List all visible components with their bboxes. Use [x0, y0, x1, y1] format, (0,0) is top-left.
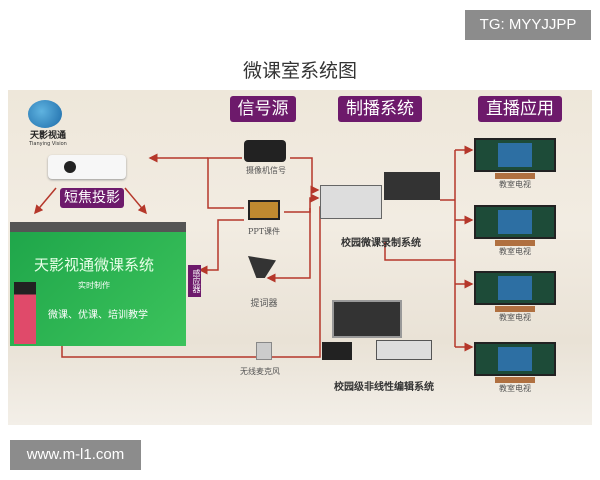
camera-label: 摄像机信号 — [246, 166, 286, 175]
watermark-bottom: www.m-l1.com — [10, 440, 141, 470]
mic-icon — [256, 342, 272, 360]
logo-icon — [28, 100, 62, 128]
watermark-top: TG: MYYJJPP — [465, 10, 591, 40]
camera-icon — [244, 140, 286, 162]
ppt-label: PPT课件 — [247, 227, 281, 236]
prompter-label: 提词器 — [250, 299, 278, 309]
screen-line1: 实时制作 — [78, 281, 110, 290]
recorder-server-icon — [320, 185, 382, 219]
mic-label: 无线麦克风 — [240, 367, 280, 376]
editor-monitor-icon — [332, 300, 402, 338]
logo-sub: Tianying Vision — [29, 141, 67, 147]
tag-live: 直播应用 — [478, 96, 562, 122]
green-screen: 天影视通微课系统 实时制作 微课、优课、培训教学 — [10, 222, 186, 346]
tv-label: 教室电视 — [499, 247, 531, 256]
editor-label: 校园级非线性编辑系统 — [334, 382, 434, 393]
tv-item: 教室电视 — [474, 342, 556, 394]
editor-server-icon — [376, 340, 432, 360]
logo-name: 天影视通 — [29, 131, 66, 141]
tv-icon — [474, 342, 556, 376]
tv-item: 教室电视 — [474, 271, 556, 323]
tag-projection: 短焦投影 — [60, 188, 124, 208]
tv-label: 教室电视 — [499, 313, 531, 322]
projector-icon — [48, 155, 126, 179]
tv-label: 教室电视 — [499, 180, 531, 189]
page-title: 微课室系统图 — [242, 60, 357, 82]
recorder-monitor-icon — [384, 172, 440, 200]
tv-item: 教室电视 — [474, 138, 556, 190]
sensor-label: 感应器 — [188, 265, 201, 297]
tag-signal: 信号源 — [230, 96, 296, 122]
tv-item: 教室电视 — [474, 205, 556, 257]
speaker-icon — [322, 342, 352, 360]
presenter-figure — [14, 282, 36, 344]
tv-icon — [474, 205, 556, 239]
tv-label: 教室电视 — [499, 384, 531, 393]
tv-icon — [474, 271, 556, 305]
logo: 天影视通 Tianying Vision — [18, 100, 78, 147]
tag-control: 制播系统 — [338, 96, 422, 122]
tv-icon — [474, 138, 556, 172]
screen-heading: 天影视通微课系统 — [34, 256, 155, 274]
recorder-label: 校园微课录制系统 — [341, 238, 421, 249]
screen-line2: 微课、优课、培训教学 — [48, 310, 148, 321]
laptop-icon — [248, 200, 280, 220]
